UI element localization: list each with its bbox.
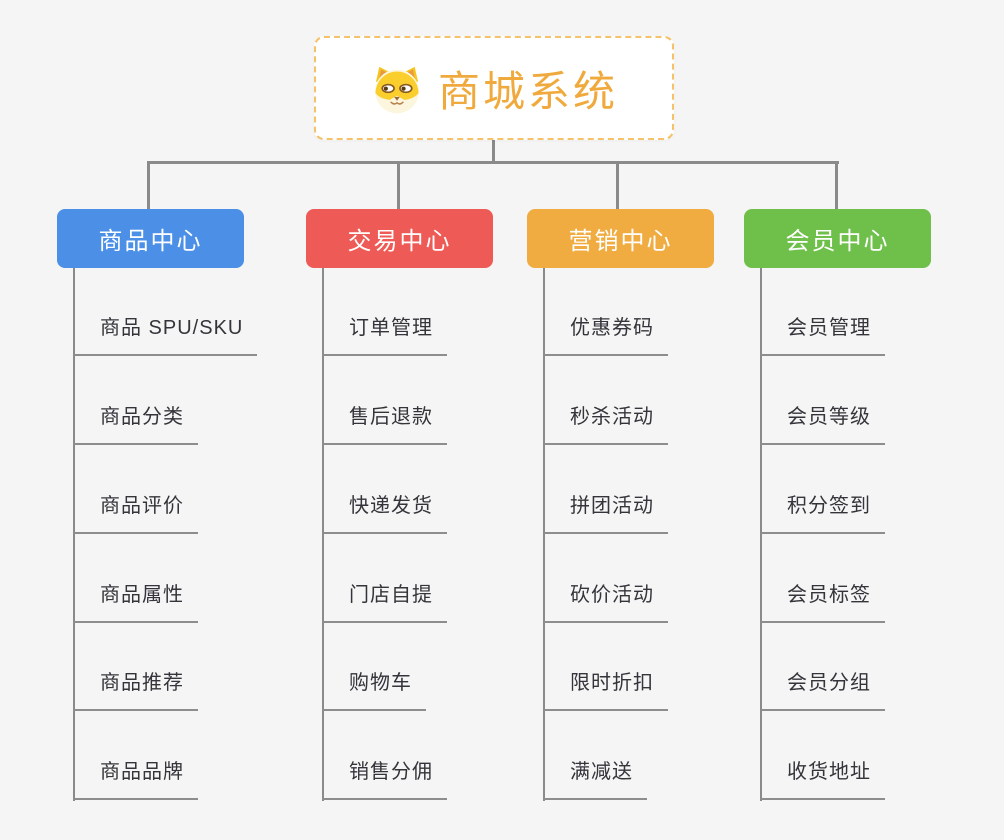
branch-node-3[interactable]: 会员中心 xyxy=(744,209,931,268)
leaf-topic[interactable]: 商品分类 xyxy=(73,404,198,445)
leaf-topic[interactable]: 商品评价 xyxy=(73,493,198,534)
leaf-topic[interactable]: 商品 SPU/SKU xyxy=(73,315,258,356)
root-title: 商城系统 xyxy=(437,67,618,115)
branch-trunk-line xyxy=(73,268,75,801)
leaf-topic[interactable]: 商品品牌 xyxy=(73,759,198,800)
branch-node-1[interactable]: 交易中心 xyxy=(306,209,493,268)
leaf-topic[interactable]: 砍价活动 xyxy=(543,582,668,623)
leaf-topic[interactable]: 秒杀活动 xyxy=(543,404,668,445)
leaf-topic[interactable]: 会员管理 xyxy=(760,315,885,356)
root-node[interactable]: 商城系统 xyxy=(314,36,674,140)
branch-trunk-line xyxy=(760,268,762,801)
branch-drop-line xyxy=(397,161,400,209)
leaf-topic[interactable]: 满减送 xyxy=(543,759,647,800)
branch-node-0[interactable]: 商品中心 xyxy=(57,209,244,268)
branch-node-2[interactable]: 营销中心 xyxy=(527,209,714,268)
root-connector-line xyxy=(492,139,495,164)
leaf-topic[interactable]: 积分签到 xyxy=(760,493,885,534)
leaf-topic[interactable]: 销售分佣 xyxy=(322,759,447,800)
branch-bus-line xyxy=(148,161,839,164)
leaf-topic[interactable]: 优惠券码 xyxy=(543,315,668,356)
leaf-topic[interactable]: 门店自提 xyxy=(322,582,447,623)
branch-trunk-line xyxy=(543,268,545,801)
dog-face-icon xyxy=(375,66,419,114)
branch-drop-line xyxy=(147,161,150,209)
leaf-topic[interactable]: 收货地址 xyxy=(760,759,885,800)
leaf-topic[interactable]: 会员标签 xyxy=(760,582,885,623)
leaf-topic[interactable]: 售后退款 xyxy=(322,404,447,445)
leaf-topic[interactable]: 拼团活动 xyxy=(543,493,668,534)
leaf-topic[interactable]: 会员等级 xyxy=(760,404,885,445)
leaf-topic[interactable]: 快递发货 xyxy=(322,493,447,534)
leaf-topic[interactable]: 商品属性 xyxy=(73,582,198,623)
leaf-topic[interactable]: 会员分组 xyxy=(760,670,885,711)
branch-trunk-line xyxy=(322,268,324,801)
leaf-topic[interactable]: 限时折扣 xyxy=(543,670,668,711)
leaf-topic[interactable]: 订单管理 xyxy=(322,315,447,356)
leaf-topic[interactable]: 购物车 xyxy=(322,670,426,711)
leaf-topic[interactable]: 商品推荐 xyxy=(73,670,198,711)
branch-drop-line xyxy=(835,161,838,209)
branch-drop-line xyxy=(616,161,619,209)
